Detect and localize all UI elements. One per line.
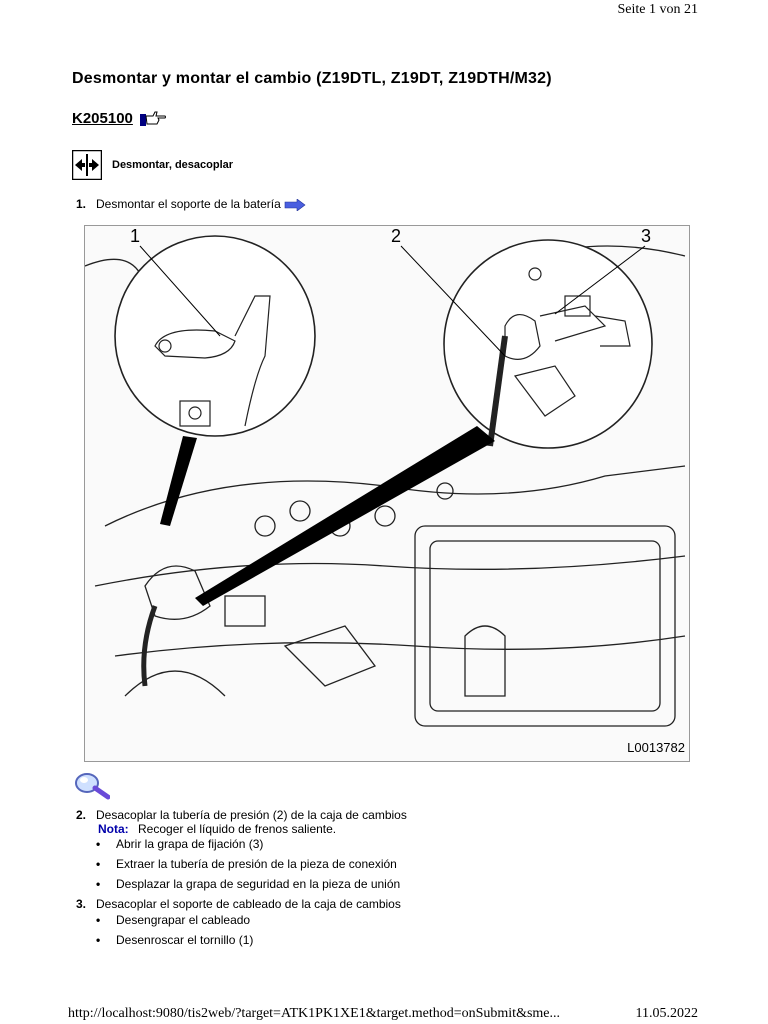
list-item: Desenroscar el tornillo (1): [96, 933, 253, 953]
list-item: Desengrapar el cableado: [96, 913, 253, 933]
double-arrow-icon: [72, 150, 102, 180]
magnifier-icon[interactable]: [74, 772, 110, 800]
callout-2: 2: [391, 226, 402, 246]
step-number: 2.: [76, 808, 87, 822]
pointing-hand-icon[interactable]: [139, 108, 167, 128]
blue-arrow-icon[interactable]: [284, 198, 306, 212]
note-label: Nota:: [98, 822, 129, 836]
step-number: 3.: [76, 897, 87, 911]
step-3-bullets: Desengrapar el cableado Desenroscar el t…: [96, 913, 253, 953]
list-item: Desplazar la grapa de seguridad en la pi…: [96, 877, 400, 897]
footer-url: http://localhost:9080/tis2web/?target=AT…: [68, 1006, 561, 1021]
page-title: Desmontar y montar el cambio (Z19DTL, Z1…: [72, 70, 552, 87]
callout-3: 3: [641, 226, 652, 246]
step-2-bullets: Abrir la grapa de fijación (3) Extraer l…: [96, 837, 400, 897]
callout-1: 1: [130, 226, 141, 246]
section-label: Desmontar, desacoplar: [112, 159, 234, 171]
section-heading: Desmontar, desacoplar: [72, 150, 233, 180]
step-1: 1. Desmontar el soporte de la batería: [76, 197, 306, 212]
code-row: K205100: [72, 108, 167, 128]
list-item: Extraer la tubería de presión de la piez…: [96, 857, 400, 877]
technical-illustration: 1 2 3 L0013782: [84, 225, 690, 762]
figure-code: L0013782: [627, 740, 685, 755]
step-3: 3. Desacoplar el soporte de cableado de l…: [76, 897, 401, 911]
step-2-note: Nota: Recoger el líquido de frenos salie…: [76, 822, 336, 836]
list-item: Abrir la grapa de fijación (3): [96, 837, 400, 857]
footer-date: 11.05.2022: [635, 1006, 698, 1021]
page-number: Seite 1 von 21: [617, 2, 699, 17]
note-text: Recoger el líquido de frenos saliente.: [138, 822, 337, 836]
step-text: Desacoplar la tubería de presión (2) de …: [96, 808, 407, 822]
engine-drawing: [84, 235, 686, 727]
step-text: Desmontar el soporte de la batería: [96, 197, 281, 211]
step-number: 1.: [76, 197, 87, 211]
code-link[interactable]: K205100: [72, 109, 133, 127]
step-text: Desacoplar el soporte de cableado de la …: [96, 897, 401, 911]
step-2: 2. Desacoplar la tubería de presión (2) d…: [76, 808, 407, 822]
